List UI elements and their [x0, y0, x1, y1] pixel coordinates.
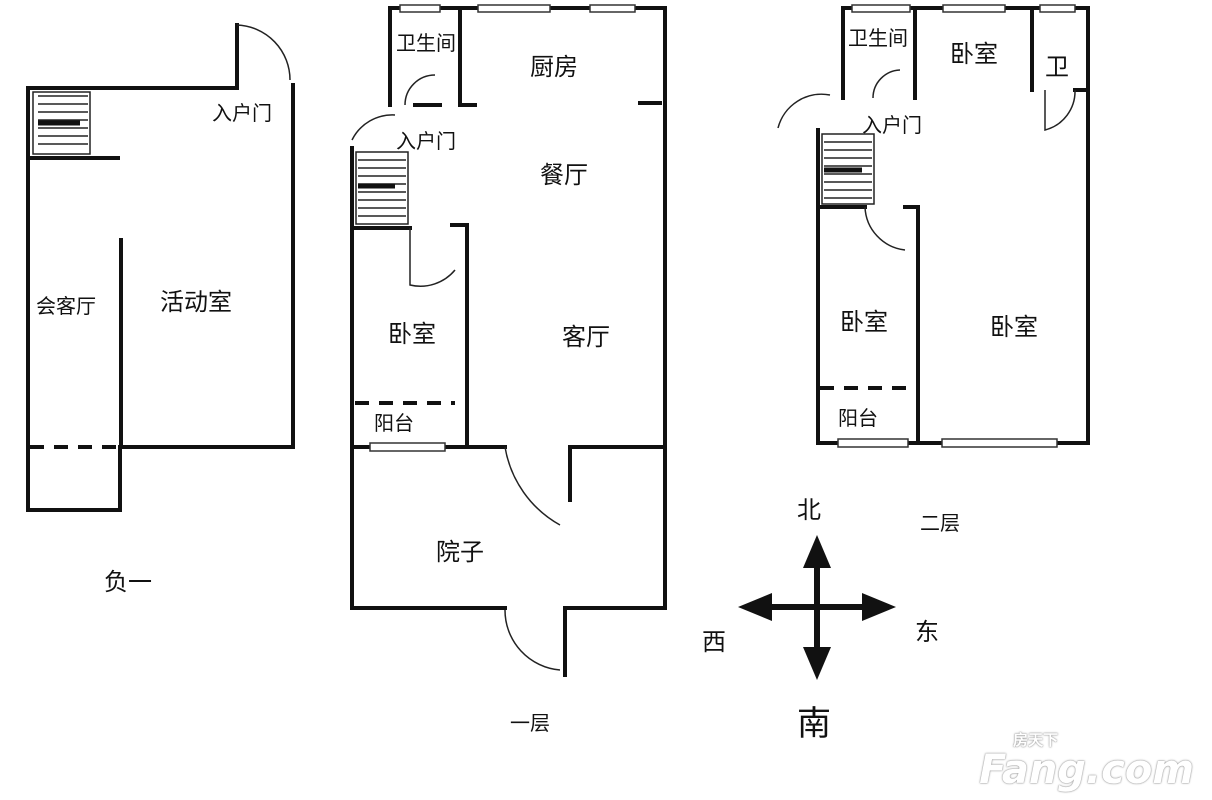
room-label: 卧室	[840, 308, 888, 336]
room-label: 入户门	[212, 101, 272, 125]
room-label: 会客厅	[36, 294, 96, 318]
arrow-south-icon	[803, 647, 831, 680]
room-label: 院子	[436, 538, 484, 566]
arrow-north-icon	[803, 535, 831, 568]
floor-title: 一层	[510, 711, 550, 735]
floor2-plan: 卫生间 卧室 卫 入户门 卧室 卧室 阳台 二层	[777, 4, 1090, 535]
stairs-icon	[821, 133, 875, 205]
room-label: 卧室	[950, 40, 998, 68]
room-label: 卧室	[388, 320, 436, 348]
room-label: 餐厅	[540, 161, 588, 189]
room-label: 阳台	[838, 406, 878, 430]
room-label: 客厅	[562, 323, 610, 351]
compass-west: 西	[702, 628, 726, 656]
room-label: 卧室	[990, 313, 1038, 341]
floor-title: 二层	[920, 511, 960, 535]
watermark-logo: 房天下 Fang.com	[979, 732, 1194, 792]
room-label: 阳台	[374, 411, 414, 435]
room-label: 活动室	[160, 288, 232, 316]
watermark-brand: Fang.com	[979, 747, 1194, 793]
room-label: 厨房	[530, 53, 578, 81]
arrow-west-icon	[738, 593, 772, 621]
basement-plan: 入户门 会客厅 活动室 负一	[26, 23, 295, 596]
compass-north: 北	[797, 496, 821, 524]
stairs-icon	[32, 91, 91, 155]
compass-east: 东	[915, 618, 939, 646]
room-label: 卫生间	[396, 31, 456, 55]
room-label: 入户门	[396, 129, 456, 153]
compass: 北 南 东 西	[702, 496, 939, 744]
room-label: 卫	[1045, 53, 1069, 81]
stairs-icon	[355, 151, 409, 225]
room-label: 入户门	[862, 113, 922, 137]
floor1-plan: 卫生间 厨房 入户门 餐厅 卧室 客厅 阳台 院子 一层	[350, 4, 667, 735]
compass-south: 南	[797, 704, 831, 744]
floor-title: 负一	[104, 568, 152, 596]
arrow-east-icon	[862, 593, 896, 621]
watermark-cn: 房天下	[1013, 731, 1059, 749]
room-label: 卫生间	[848, 26, 908, 50]
